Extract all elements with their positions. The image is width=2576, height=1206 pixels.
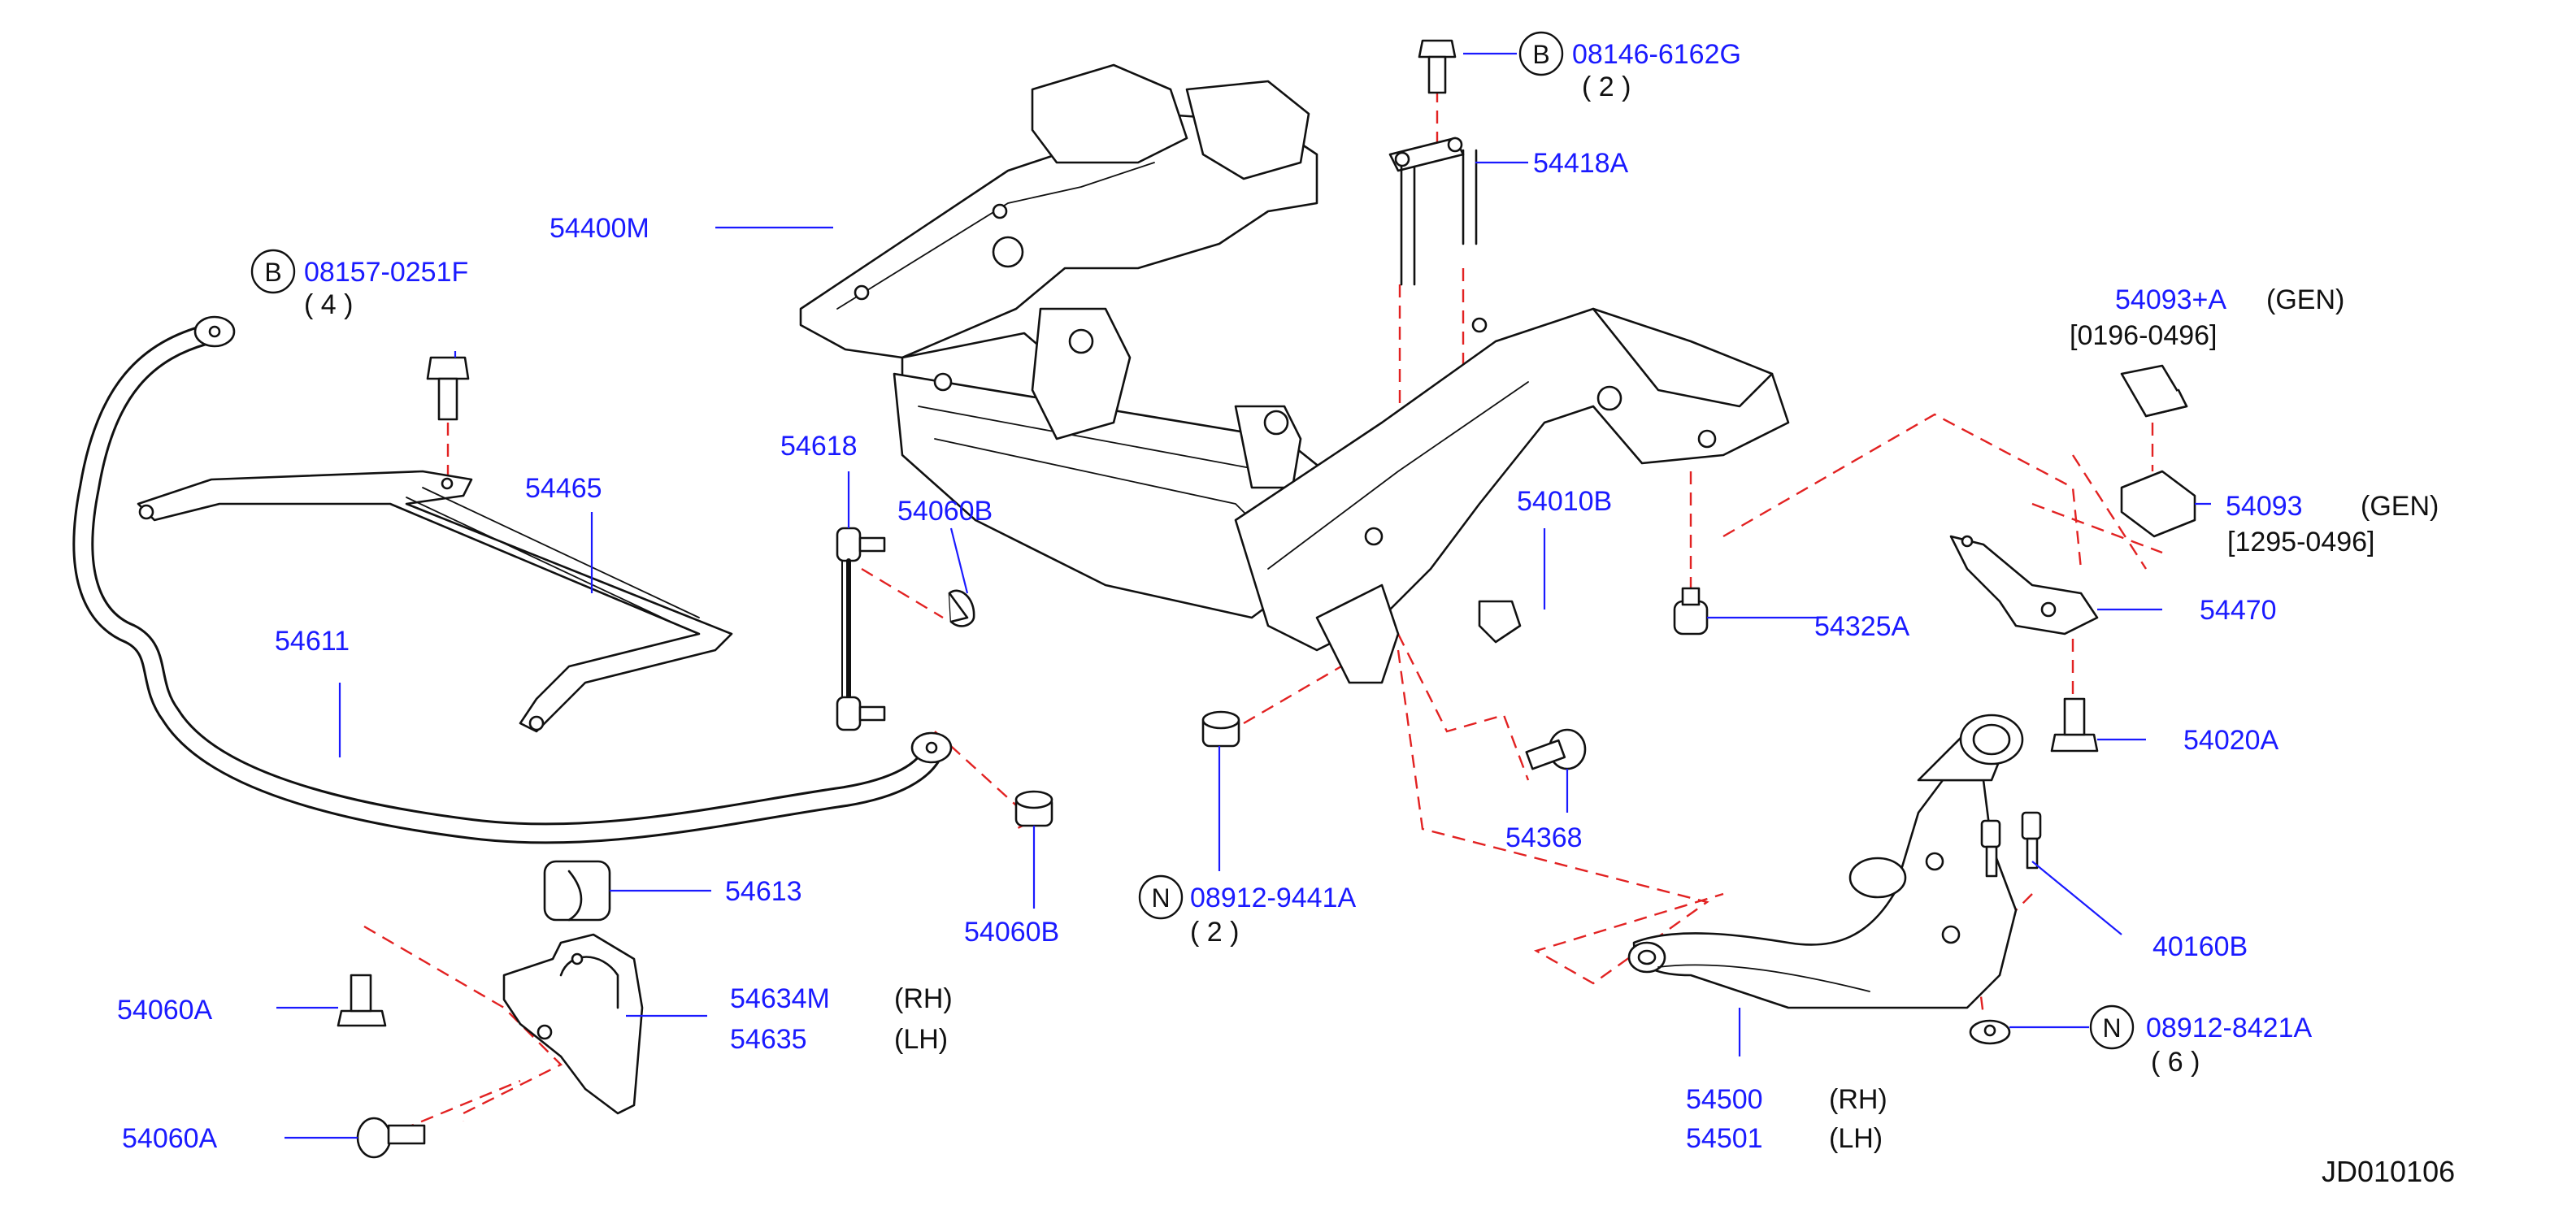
label-54611[interactable]: 54611 xyxy=(275,626,350,657)
qty-08146-6162G: ( 2 ) xyxy=(1582,72,1631,102)
label-54635[interactable]: 54635 xyxy=(730,1024,807,1055)
link-drawing xyxy=(836,527,886,731)
label-08146-6162G[interactable]: 08146-6162G xyxy=(1572,39,1741,70)
bracket-right-drawing xyxy=(1949,535,2099,636)
label-08912-8421A[interactable]: 08912-8421A xyxy=(2146,1013,2313,1043)
crossmember-drawing xyxy=(799,63,1790,684)
label-54618[interactable]: 54618 xyxy=(780,431,858,462)
shim-a-drawing xyxy=(2120,364,2188,418)
bracket-rods-drawing xyxy=(1388,137,1478,286)
lower-arm-drawing xyxy=(1627,714,2024,1009)
label-54060B-bottom[interactable]: 54060B xyxy=(964,917,1059,948)
stabilizer-bar-drawing xyxy=(72,315,953,844)
label-40160B[interactable]: 40160B xyxy=(2152,931,2248,962)
side-54635: (LH) xyxy=(894,1024,948,1055)
side-54500: (RH) xyxy=(1829,1084,1887,1115)
bolt-arm-drawing xyxy=(1525,728,1587,770)
label-54060B-top[interactable]: 54060B xyxy=(897,496,993,527)
label-54093[interactable]: 54093 xyxy=(2226,491,2303,522)
label-54400M[interactable]: 54400M xyxy=(550,213,649,244)
side-54501: (LH) xyxy=(1829,1123,1883,1154)
nut-right-drawing xyxy=(1969,1019,2011,1045)
label-54500[interactable]: 54500 xyxy=(1686,1084,1763,1115)
shim-b-drawing xyxy=(2120,470,2196,538)
label-54093A[interactable]: 54093+A xyxy=(2115,284,2226,315)
badge-n-right: N xyxy=(2089,1004,2135,1050)
range-54093: [1295-0496] xyxy=(2227,527,2375,557)
label-54060A-lower[interactable]: 54060A xyxy=(122,1123,218,1154)
bolt-mid-drawing xyxy=(1673,587,1709,636)
badge-b-left-letter: B xyxy=(264,258,281,287)
label-08912-9441A[interactable]: 08912-9441A xyxy=(1190,883,1357,913)
qty-08912-8421A: ( 6 ) xyxy=(2151,1047,2200,1078)
bolt-clamp-upper-drawing xyxy=(337,974,387,1027)
label-54020A[interactable]: 54020A xyxy=(2183,725,2279,756)
nut-center-drawing xyxy=(1201,710,1240,748)
badge-n-center: N xyxy=(1138,874,1184,920)
spec-54093A: (GEN) xyxy=(2266,284,2344,315)
badge-n-center-letter: N xyxy=(1151,883,1170,913)
range-54093A: [0196-0496] xyxy=(2070,320,2218,351)
bolt-bracket-drawing xyxy=(2050,697,2099,753)
label-54010B[interactable]: 54010B xyxy=(1517,486,1612,517)
label-54368[interactable]: 54368 xyxy=(1505,822,1583,853)
badge-b-left: B xyxy=(250,249,296,294)
label-54501[interactable]: 54501 xyxy=(1686,1123,1763,1154)
ball-joint-bolts-drawing xyxy=(1980,811,2042,878)
nut-bottom-drawing xyxy=(1014,790,1053,827)
label-54465[interactable]: 54465 xyxy=(525,473,602,504)
bolt-top-drawing xyxy=(1418,39,1457,94)
label-54060A-upper[interactable]: 54060A xyxy=(117,995,213,1026)
drawing-code: JD010106 xyxy=(2322,1155,2455,1188)
spec-54093: (GEN) xyxy=(2361,491,2439,522)
badge-b-top: B xyxy=(1518,31,1564,76)
leader-lines xyxy=(276,52,2211,1139)
stopper-drawing xyxy=(1478,600,1522,644)
label-54325A[interactable]: 54325A xyxy=(1814,611,1910,642)
bushing-drawing xyxy=(543,860,611,922)
stay-drawing xyxy=(137,470,733,733)
side-54634M: (RH) xyxy=(894,983,953,1014)
clamp-drawing xyxy=(502,933,644,1115)
nut-top-drawing xyxy=(948,589,975,627)
badge-b-top-letter: B xyxy=(1532,40,1549,69)
label-54470[interactable]: 54470 xyxy=(2200,595,2277,626)
label-54418A[interactable]: 54418A xyxy=(1533,148,1629,179)
qty-08912-9441A: ( 2 ) xyxy=(1190,917,1239,948)
bolt-left-drawing xyxy=(426,356,470,421)
badge-n-right-letter: N xyxy=(2102,1013,2121,1043)
label-54634M[interactable]: 54634M xyxy=(730,983,830,1014)
qty-08157-0251F: ( 4 ) xyxy=(304,289,353,320)
label-54613[interactable]: 54613 xyxy=(725,876,802,907)
bolt-clamp-lower-drawing xyxy=(356,1117,426,1159)
label-08157-0251F[interactable]: 08157-0251F xyxy=(304,257,468,288)
